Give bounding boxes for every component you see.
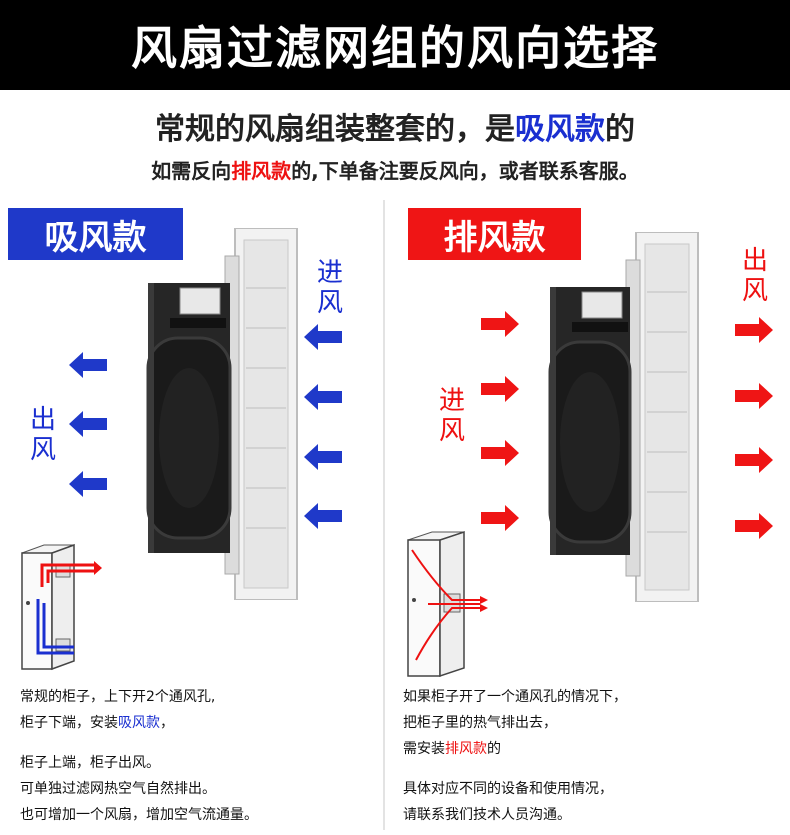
- exhaust-tag-label: 排风款: [443, 217, 546, 258]
- left-inlet-label: 进风: [316, 258, 343, 318]
- exhaust-desc-line-1: 如果柜子开了一个通风孔的情况下，: [403, 689, 627, 705]
- cabinet-two-vents-illustration: [21, 543, 102, 671]
- exhaust-desc-line-3: 需安装排风款的: [403, 741, 501, 757]
- intake-desc-line-4: 可单独过滤网热空气自然排出。: [20, 781, 216, 797]
- intake-desc-line-5: 也可增加一个风扇，增加空气流通量。: [20, 807, 258, 823]
- intake-arrow-4: [304, 503, 342, 529]
- intake-tag-label: 吸风款: [44, 217, 147, 258]
- fan-filter-unit-left: [146, 228, 298, 600]
- exhaust-desc-highlight: 排风款: [445, 741, 487, 757]
- intake-arrow-3: [304, 444, 342, 470]
- subtitle-1-pre: 常规的风扇组装整套的，是: [155, 112, 515, 147]
- intake-desc-highlight: 吸风款: [118, 715, 160, 731]
- subtitle-line-2: 如需反向排风款的,下单备注要反风向，或者联系客服。: [0, 155, 790, 184]
- intake-desc-line-3: 柜子上端，柜子出风。: [20, 755, 160, 771]
- intake-desc-line-1: 常规的柜子，上下开2个通风孔,: [20, 689, 216, 705]
- exhaust-intake-arrow-2: [481, 376, 519, 402]
- center-divider: [383, 200, 385, 830]
- exhaust-outlet-arrow-3: [735, 447, 773, 473]
- exhaust-outlet-arrow-1: [735, 317, 773, 343]
- subtitle-2-highlight: 排风款: [231, 159, 292, 183]
- exhaust-description: 如果柜子开了一个通风孔的情况下， 把柜子里的热气排出去， 需安装排风款的 具体对…: [403, 684, 627, 828]
- exhaust-intake-arrow-3: [481, 440, 519, 466]
- cabinet-one-vent-illustration: [407, 530, 488, 678]
- exhaust-tag: 排风款: [408, 208, 581, 260]
- subtitle-2-pre: 如需反向: [151, 159, 232, 183]
- intake-description: 常规的柜子，上下开2个通风孔, 柜子下端，安装吸风款， 柜子上端，柜子出风。 可…: [20, 684, 258, 828]
- exhaust-desc-line-4: 具体对应不同的设备和使用情况，: [403, 781, 613, 797]
- fan-filter-unit-right: [548, 232, 699, 602]
- exhaust-outlet-arrow-4: [735, 513, 773, 539]
- subtitle-2-post: 的,下单备注要反风向，或者联系客服。: [291, 159, 639, 183]
- exhaust-intake-arrow-4: [481, 505, 519, 531]
- header-bar: 风扇过滤网组的风向选择: [0, 0, 790, 90]
- outlet-arrow-3: [69, 471, 107, 497]
- exhaust-desc-line-5: 请联系我们技术人员沟通。: [403, 807, 571, 823]
- right-outlet-label: 出风: [741, 246, 768, 306]
- intake-desc-line-2: 柜子下端，安装吸风款，: [20, 715, 174, 731]
- intake-arrow-1: [304, 324, 342, 350]
- intake-arrow-2: [304, 384, 342, 410]
- exhaust-desc-line-2: 把柜子里的热气排出去，: [403, 715, 557, 731]
- intake-tag: 吸风款: [8, 208, 183, 260]
- outlet-arrow-2: [69, 411, 107, 437]
- outlet-arrow-1: [69, 352, 107, 378]
- left-outlet-label: 出风: [29, 405, 56, 465]
- subtitle-line-1: 常规的风扇组装整套的，是吸风款的: [0, 104, 790, 148]
- page-title: 风扇过滤网组的风向选择: [131, 21, 659, 75]
- subtitle-1-post: 的: [605, 112, 635, 147]
- exhaust-intake-arrow-1: [481, 311, 519, 337]
- subtitle-1-highlight: 吸风款: [515, 112, 605, 147]
- right-inlet-label: 进风: [438, 386, 465, 446]
- exhaust-outlet-arrow-2: [735, 383, 773, 409]
